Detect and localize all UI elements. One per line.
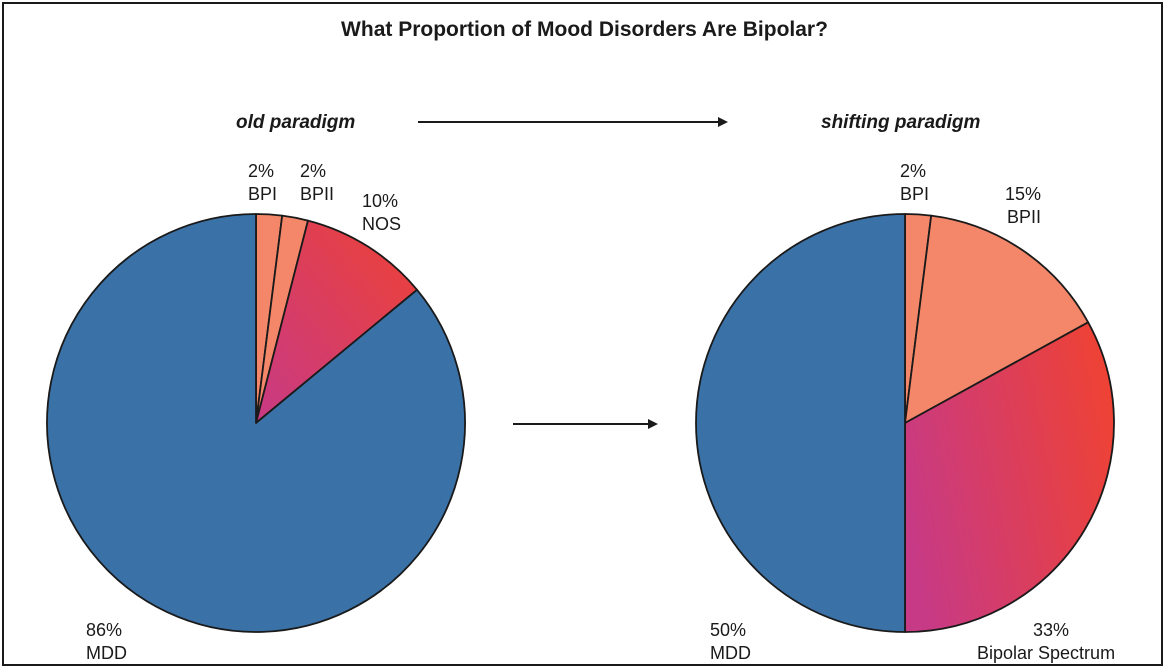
label-spectrum-name: Bipolar Spectrum xyxy=(977,643,1115,663)
label-bpi-name-right: BPI xyxy=(900,184,929,204)
pie-slice-nos xyxy=(255,219,418,424)
label-bpii-pct-right: 15% xyxy=(1005,184,1041,204)
label-bpi-pct-left: 2% xyxy=(248,161,274,181)
label-mdd-pct-right: 50% xyxy=(710,620,746,640)
shifting-paradigm-pie xyxy=(695,213,1115,633)
label-bpii-name-right: BPII xyxy=(1007,207,1041,227)
label-bpii-pct-left: 2% xyxy=(300,161,326,181)
label-bpi-name-left: BPI xyxy=(248,184,277,204)
label-spectrum-pct: 33% xyxy=(1033,620,1069,640)
pie-slice-bipolar-spectrum xyxy=(904,321,1115,633)
label-mdd-name-left: MDD xyxy=(86,643,127,663)
label-nos-pct: 10% xyxy=(362,191,398,211)
chart-title: What Proportion of Mood Disorders Are Bi… xyxy=(341,18,828,41)
shifting-paradigm-title: shifting paradigm xyxy=(821,112,981,133)
pie-slice-mdd xyxy=(46,213,466,633)
pie-slice-bpii xyxy=(904,214,1090,424)
pie-slice-mdd xyxy=(695,213,906,633)
label-bpii-name-left: BPII xyxy=(300,184,334,204)
old-paradigm-title: old paradigm xyxy=(236,112,356,133)
label-nos-name: NOS xyxy=(362,214,401,234)
old-paradigm-pie xyxy=(46,213,466,633)
label-mdd-pct-left: 86% xyxy=(86,620,122,640)
label-bpi-pct-right: 2% xyxy=(900,161,926,181)
label-mdd-name-right: MDD xyxy=(710,643,751,663)
